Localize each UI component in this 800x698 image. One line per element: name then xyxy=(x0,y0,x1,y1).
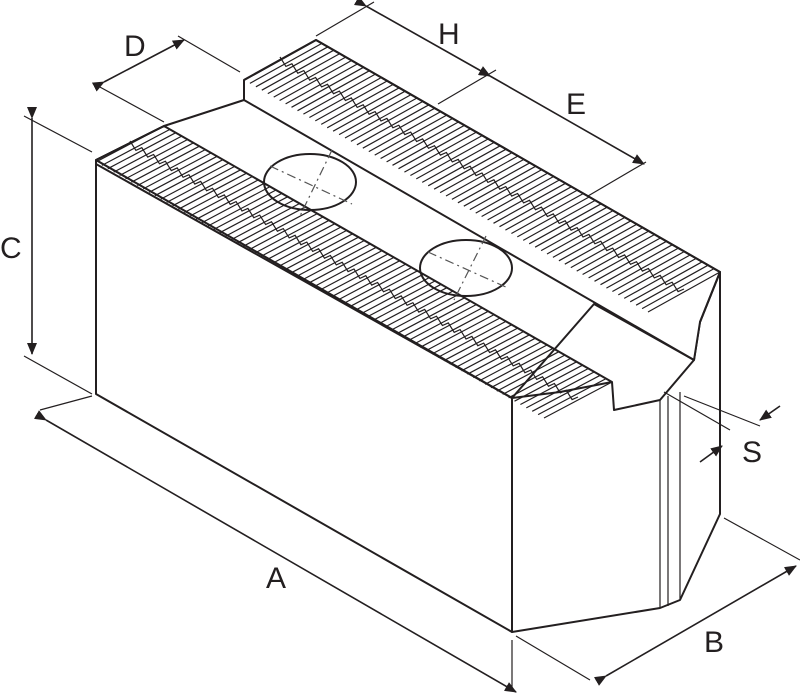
dimension-a: A xyxy=(33,395,517,693)
step-line xyxy=(163,80,245,127)
label-h: H xyxy=(438,18,460,51)
jaw-body xyxy=(95,39,721,633)
dimension-c: C xyxy=(0,107,93,395)
serration-crest xyxy=(279,56,685,293)
dimension-e: E xyxy=(477,66,647,197)
dimension-h: H xyxy=(315,0,497,105)
label-c: C xyxy=(0,232,22,265)
dimension-d: D xyxy=(91,30,241,123)
dimension-b: B xyxy=(515,517,800,686)
label-b: B xyxy=(704,626,724,659)
serration-crest xyxy=(129,140,579,401)
dimension-s: S xyxy=(663,391,781,469)
label-a: A xyxy=(266,562,286,595)
bolt-hole-1 xyxy=(263,149,357,217)
bolt-hole-2 xyxy=(419,235,513,301)
label-d: D xyxy=(124,30,146,63)
label-s: S xyxy=(742,436,762,469)
label-e: E xyxy=(566,88,586,121)
